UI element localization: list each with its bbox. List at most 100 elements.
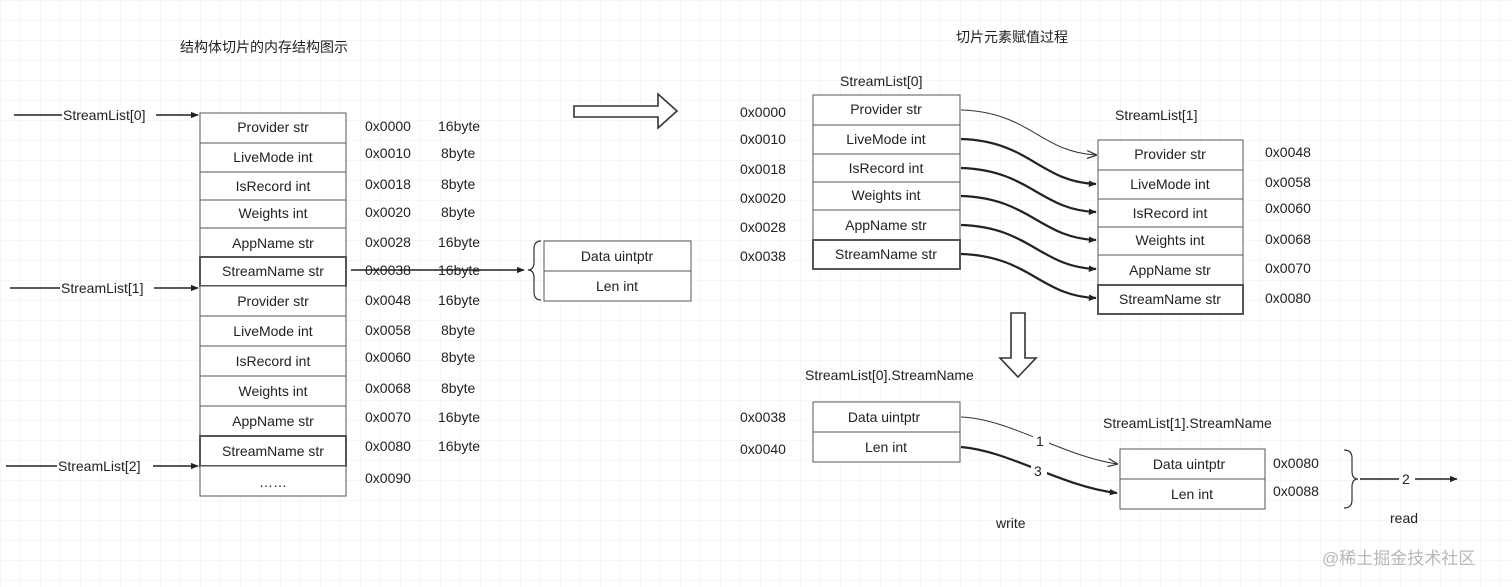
src-addr: 0x0010 <box>740 131 786 147</box>
dst-cell-1: LiveMode int <box>1097 169 1244 200</box>
step-3-label: 3 <box>1034 463 1042 479</box>
left-addr: 0x0068 <box>365 380 411 396</box>
src-cell-label: StreamName str <box>835 246 937 262</box>
left-struct-table: Provider str LiveMode int IsRecord int W… <box>199 112 347 497</box>
lower-src-addr: 0x0040 <box>740 441 786 457</box>
src-addr: 0x0038 <box>740 248 786 264</box>
step-1-bg <box>1033 433 1049 449</box>
string-header-table: Data uintptr Len int <box>543 240 692 302</box>
dst-addresses: 0x0048 0x0058 0x0060 0x0068 0x0070 0x008… <box>1265 144 1311 306</box>
lower-src-table: Data uintptr Len int <box>812 401 961 463</box>
left-size: 8byte <box>441 176 475 192</box>
lower-src-cell-label: Len int <box>865 439 907 455</box>
left-cell-10: AppName str <box>199 405 347 437</box>
src-cell-label: Provider str <box>850 101 922 117</box>
lower-src-label: StreamList[0].StreamName <box>805 367 974 383</box>
left-pointer-2: StreamList[2] <box>6 458 199 474</box>
left-sizes: 16byte 8byte 8byte 8byte 16byte 16byte 1… <box>438 118 480 454</box>
src-cell-1: LiveMode int <box>812 124 961 155</box>
left-cell-label: AppName str <box>232 235 314 251</box>
left-cell-label: StreamName str <box>222 263 324 279</box>
pointer-label: StreamList[1] <box>61 280 143 296</box>
string-header-label: Len int <box>596 278 638 294</box>
left-cell-label: Weights int <box>239 383 308 399</box>
dst-addr: 0x0068 <box>1265 231 1311 247</box>
left-size: 8byte <box>441 145 475 161</box>
src-cell-4: AppName str <box>812 209 961 241</box>
dst-cell-label: Weights int <box>1136 232 1205 248</box>
left-cell-9: Weights int <box>199 375 347 407</box>
lower-src-addr: 0x0038 <box>740 409 786 425</box>
src-cell-0: Provider str <box>812 94 961 126</box>
left-addr: 0x0000 <box>365 118 411 134</box>
lower-src-cell-label: Data uintptr <box>848 409 921 425</box>
left-pointer-1: StreamList[1] <box>10 280 199 296</box>
left-size: 8byte <box>441 322 475 338</box>
dst-addr: 0x0048 <box>1265 144 1311 160</box>
hollow-right-arrow <box>573 92 679 130</box>
lower-dst-addr: 0x0080 <box>1273 455 1319 471</box>
left-cell-0: Provider str <box>199 112 347 144</box>
lower-dst-addr: 0x0088 <box>1273 483 1319 499</box>
lower-dst-label: StreamList[1].StreamName <box>1103 415 1272 431</box>
dst-cell-5: StreamName str <box>1097 284 1244 315</box>
string-header-brace <box>527 240 542 301</box>
dst-cell-4: AppName str <box>1097 254 1244 286</box>
dst-cell-0: Provider str <box>1097 139 1244 171</box>
src-addresses: 0x0000 0x0010 0x0018 0x0020 0x0028 0x003… <box>740 104 786 264</box>
left-addr: 0x0010 <box>365 145 411 161</box>
left-cell-4: AppName str <box>199 227 347 258</box>
left-cell-label: AppName str <box>232 413 314 429</box>
left-addr: 0x0048 <box>365 292 411 308</box>
left-pointer-0: StreamList[0] <box>14 107 199 123</box>
lower-dst-cell-label: Data uintptr <box>1153 456 1226 472</box>
dst-cell-label: IsRecord int <box>1133 205 1208 221</box>
src-cell-label: Weights int <box>852 187 921 203</box>
src-cell-3: Weights int <box>812 181 961 211</box>
src-cell-5: StreamName str <box>812 239 961 270</box>
left-size: 16byte <box>438 292 480 308</box>
left-size: 8byte <box>441 349 475 365</box>
pointer-label: StreamList[0] <box>63 107 145 123</box>
copy-arrows <box>960 109 1097 301</box>
src-cell-label: AppName str <box>845 217 927 233</box>
watermark: @稀土掘金技术社区 <box>1322 549 1475 568</box>
src-addr: 0x0020 <box>740 190 786 206</box>
lower-dst-cell-0: Data uintptr <box>1119 448 1266 480</box>
left-size: 16byte <box>438 234 480 250</box>
src-struct-label: StreamList[0] <box>840 73 922 89</box>
left-size: 16byte <box>438 438 480 454</box>
left-cell-label: LiveMode int <box>233 149 312 165</box>
left-cell-1: LiveMode int <box>199 142 347 173</box>
dst-cell-2: IsRecord int <box>1097 198 1244 228</box>
copy-arrow <box>960 223 1097 272</box>
left-addr: 0x0018 <box>365 176 411 192</box>
left-addr: 0x0060 <box>365 349 411 365</box>
dst-cell-label: LiveMode int <box>1130 176 1209 192</box>
dst-struct-label: StreamList[1] <box>1115 107 1197 123</box>
left-addr: 0x0080 <box>365 438 411 454</box>
pointer-label: StreamList[2] <box>58 458 140 474</box>
src-addr: 0x0000 <box>740 104 786 120</box>
left-cell-11: StreamName str <box>199 435 347 467</box>
dst-cell-label: AppName str <box>1129 262 1211 278</box>
hollow-down-arrow <box>998 312 1038 379</box>
dst-cell-label: StreamName str <box>1119 291 1221 307</box>
lower-dst-table: Data uintptr Len int <box>1119 448 1266 510</box>
left-size: 8byte <box>441 380 475 396</box>
src-addr: 0x0018 <box>740 161 786 177</box>
step-2-label: 2 <box>1402 471 1410 487</box>
step-1-label: 1 <box>1036 433 1044 449</box>
left-cell-12: …… <box>199 465 347 497</box>
write-label: write <box>995 515 1026 531</box>
left-cell-label: Provider str <box>237 293 309 309</box>
left-size: 16byte <box>438 118 480 134</box>
left-cell-5: StreamName str <box>199 256 347 287</box>
src-cell-label: LiveMode int <box>846 131 925 147</box>
dst-addr: 0x0080 <box>1265 290 1311 306</box>
left-size: 8byte <box>441 204 475 220</box>
copy-arrow <box>960 137 1097 187</box>
left-cell-label: StreamName str <box>222 443 324 459</box>
left-cell-label: IsRecord int <box>236 353 311 369</box>
